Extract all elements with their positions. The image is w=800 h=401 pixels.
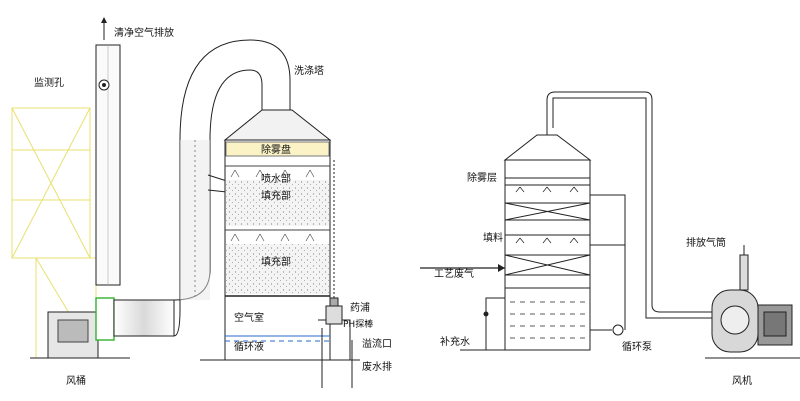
label-demister: 除雾盘 [261,143,291,156]
outlet-duct [546,91,712,319]
label-ph-probe: PH探棒 [343,318,373,330]
exhaust-stack [95,17,121,286]
label-stack: 排放气筒 [686,236,726,249]
label-circulation-tank: 循环液 [234,340,264,353]
label-makeup-water: 补充水 [440,335,470,348]
right-scrubber-diagram: 除雾层 填料 工艺废气 补充水 循环泵 排放气筒 风机 [420,91,800,387]
scrubber-tower [223,109,332,361]
packed-tower [503,128,592,351]
packing-lower [226,244,329,294]
packing-upper [226,180,329,226]
circulation-pump-icon [612,324,624,336]
fan-unit [705,245,800,359]
demister-section [225,141,330,157]
label-circulation-pump: 循环泵 [622,340,652,353]
fan-housing [30,297,130,359]
label-dosing-pump: 药浦 [350,301,370,314]
support-frame [11,107,97,359]
label-sampling-port: 监测孔 [34,76,64,89]
dosing-assembly [200,160,360,388]
label-water-spray: 喷水部 [261,172,291,185]
label-packing-upper: 填充部 [261,189,291,202]
label-overflow-port: 溢流口 [362,337,392,350]
label-air-chamber: 空气室 [234,311,264,324]
label-scrubber-tower: 洗涤塔 [294,64,324,77]
label-fan-left: 风桶 [66,374,86,387]
label-packing: 填料 [483,231,503,244]
recirculation-piping [460,194,626,351]
process-exhaust-inlet [420,264,505,272]
label-drain: 废水排 [362,360,392,373]
label-fan-right: 风机 [732,374,752,387]
left-scrubber-diagram: 清净空气排放 监测孔 洗涤塔 除雾盘 喷水部 填充部 填充部 空气室 循环液 药… [11,17,392,388]
label-clean-air-exhaust: 清净空气排放 [114,26,174,39]
label-packing-lower: 填充部 [261,255,291,268]
air-duct [113,39,291,337]
label-demister-layer: 除雾层 [467,171,497,184]
label-process-exhaust: 工艺废气 [434,267,474,280]
